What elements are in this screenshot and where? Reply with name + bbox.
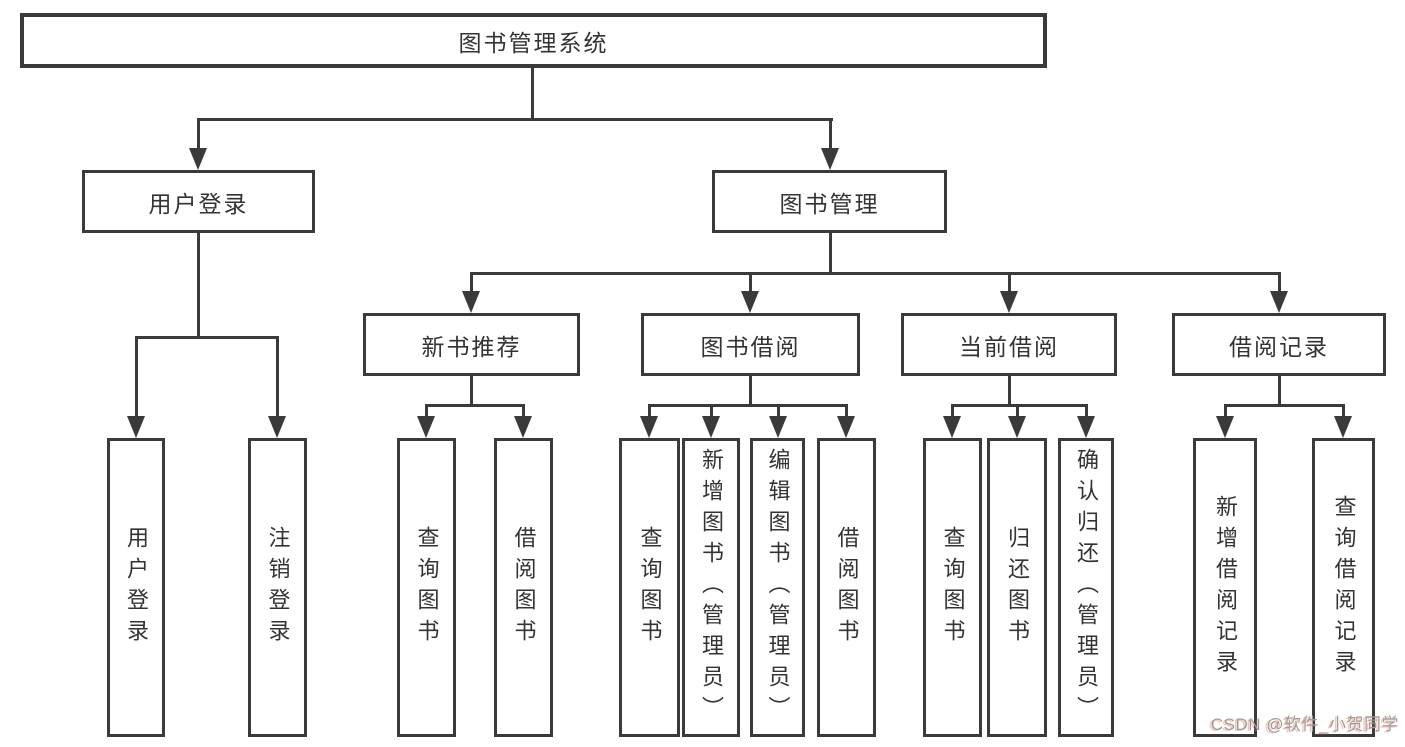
connector-line xyxy=(648,404,848,407)
arrowhead xyxy=(1270,291,1288,313)
leaf-add-book-admin: 新增图书（管理员） xyxy=(682,438,740,737)
connector-line xyxy=(749,272,752,293)
node-book-borrowing-label: 图书借阅 xyxy=(700,333,801,360)
leaf-add-borrow-record-label: 新增借阅记录 xyxy=(1213,494,1238,681)
connector-line xyxy=(276,336,279,418)
connector-line xyxy=(710,404,713,418)
node-book-borrowing: 图书借阅 xyxy=(641,313,860,376)
node-borrowing-records-label: 借阅记录 xyxy=(1229,333,1329,360)
leaf-user-login-label: 用户登录 xyxy=(124,525,149,650)
leaf-borrow-books-borrowing: 借阅图书 xyxy=(817,438,876,737)
leaf-confirm-return-admin-label: 确认归还（管理员） xyxy=(1074,448,1099,727)
leaf-query-books-recommend: 查询图书 xyxy=(397,438,456,737)
arrowhead xyxy=(1008,416,1026,438)
connector-line xyxy=(197,233,200,337)
arrowhead xyxy=(837,416,855,438)
arrowhead xyxy=(1216,416,1234,438)
connector-line xyxy=(648,404,651,418)
arrowhead xyxy=(268,416,286,438)
arrowhead xyxy=(943,416,961,438)
connector-line xyxy=(531,68,534,118)
leaf-query-books-recommend-label: 查询图书 xyxy=(414,525,440,650)
leaf-add-borrow-record: 新增借阅记录 xyxy=(1193,438,1257,737)
connector-line xyxy=(1008,272,1011,293)
connector-line xyxy=(1016,404,1019,418)
arrowhead xyxy=(1077,416,1095,438)
leaf-query-borrow-record-label: 查询借阅记录 xyxy=(1331,494,1357,681)
connector-line xyxy=(1224,404,1227,418)
connector-line xyxy=(777,404,780,418)
arrowhead xyxy=(769,416,787,438)
node-user-login-label: 用户登录 xyxy=(148,190,249,217)
connector-line xyxy=(135,336,138,418)
connector-line xyxy=(470,272,473,293)
connector-line xyxy=(425,404,525,407)
connector-line xyxy=(1085,404,1088,418)
leaf-return-book-label: 归还图书 xyxy=(1005,525,1030,650)
node-borrowing-records: 借阅记录 xyxy=(1172,313,1386,376)
leaf-user-login: 用户登录 xyxy=(107,438,165,737)
arrowhead xyxy=(821,148,839,170)
node-root: 图书管理系统 xyxy=(20,13,1047,68)
connector-line xyxy=(197,118,833,121)
connector-line xyxy=(1278,376,1281,407)
connector-line xyxy=(197,118,200,151)
leaf-confirm-return-admin: 确认归还（管理员） xyxy=(1058,438,1114,737)
arrowhead xyxy=(417,416,435,438)
leaf-borrow-books-recommend-label: 借阅图书 xyxy=(511,525,537,650)
arrowhead xyxy=(189,148,207,170)
leaf-logout: 注销登录 xyxy=(248,438,307,737)
connector-line xyxy=(1342,404,1345,418)
node-current-borrowing-label: 当前借阅 xyxy=(959,333,1059,360)
arrowhead xyxy=(741,291,759,313)
node-user-login: 用户登录 xyxy=(82,170,315,233)
connector-line xyxy=(470,376,473,407)
leaf-edit-book-admin-label: 编辑图书（管理员） xyxy=(765,448,791,727)
leaf-query-borrow-record: 查询借阅记录 xyxy=(1312,438,1375,737)
connector-line xyxy=(135,336,279,339)
connector-line xyxy=(522,404,525,418)
leaf-logout-label: 注销登录 xyxy=(265,525,291,650)
node-new-book-recommendation: 新书推荐 xyxy=(363,313,580,376)
leaf-return-book: 归还图书 xyxy=(987,438,1047,737)
arrowhead xyxy=(1000,291,1018,313)
leaf-add-book-admin-label: 新增图书（管理员） xyxy=(699,448,724,727)
connector-line xyxy=(1224,404,1345,407)
arrowhead xyxy=(127,416,145,438)
leaf-edit-book-admin: 编辑图书（管理员） xyxy=(750,438,805,737)
leaf-query-books-borrowing-label: 查询图书 xyxy=(637,525,663,650)
arrowhead xyxy=(1334,416,1352,438)
connector-line xyxy=(845,404,848,418)
connector-line xyxy=(951,404,1088,407)
connector-line xyxy=(951,404,954,418)
node-new-book-recommendation-label: 新书推荐 xyxy=(421,333,522,360)
connector-line xyxy=(749,376,752,407)
arrowhead xyxy=(462,291,480,313)
arrowhead xyxy=(702,416,720,438)
node-current-borrowing: 当前借阅 xyxy=(901,313,1117,376)
arrowhead xyxy=(640,416,658,438)
leaf-borrow-books-borrowing-label: 借阅图书 xyxy=(834,525,860,650)
leaf-query-books-current-label: 查询图书 xyxy=(940,525,966,650)
node-root-label: 图书管理系统 xyxy=(458,29,609,56)
leaf-query-books-borrowing: 查询图书 xyxy=(619,438,680,737)
connector-line xyxy=(470,272,1281,275)
connector-line xyxy=(1278,272,1281,293)
arrowhead xyxy=(514,416,532,438)
connector-line xyxy=(829,118,832,151)
leaf-borrow-books-recommend: 借阅图书 xyxy=(494,438,553,737)
connector-line xyxy=(425,404,428,418)
connector-line xyxy=(1008,376,1011,407)
node-book-management: 图书管理 xyxy=(712,170,947,233)
connector-line xyxy=(829,233,832,274)
node-book-management-label: 图书管理 xyxy=(779,190,880,217)
watermark: CSDN @软件_小贺同学 xyxy=(1210,715,1399,734)
leaf-query-books-current: 查询图书 xyxy=(923,438,982,737)
